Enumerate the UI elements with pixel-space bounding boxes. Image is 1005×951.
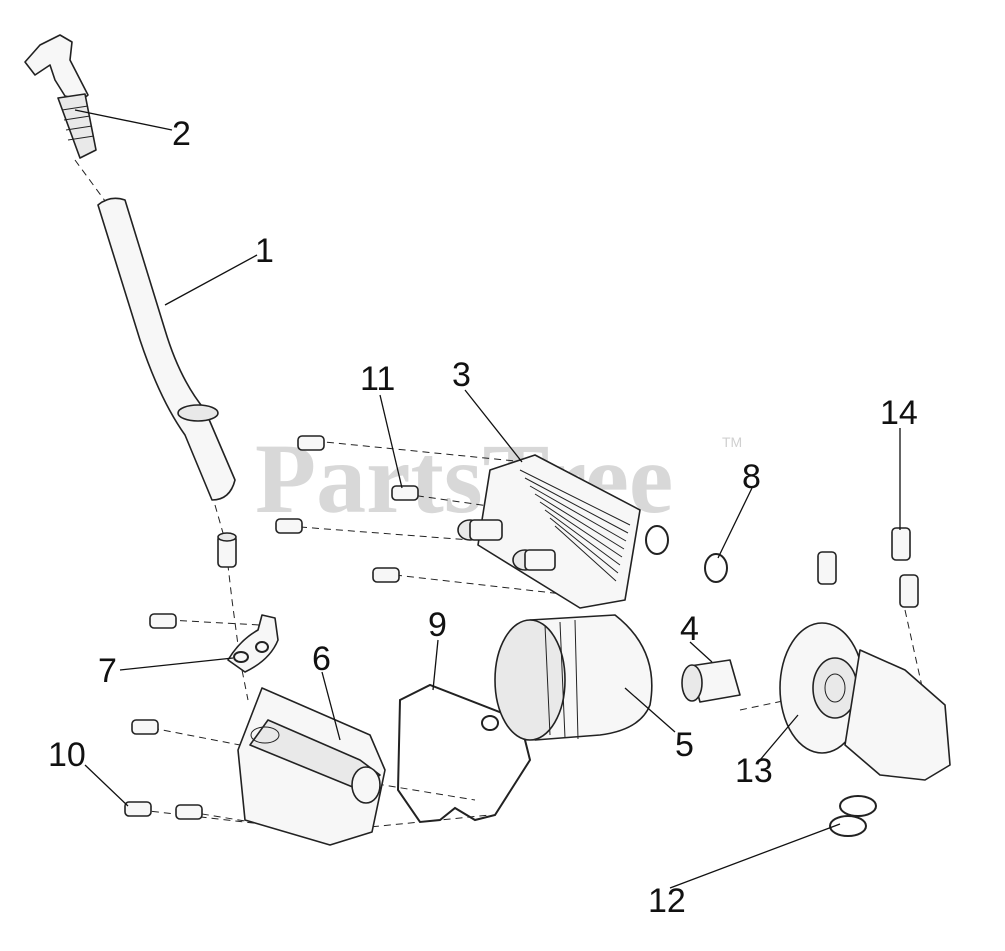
tube-fitting xyxy=(217,532,237,568)
watermark-trademark: TM xyxy=(722,434,742,450)
callout-7: 7 xyxy=(98,652,117,690)
dipstick-handle xyxy=(24,34,97,159)
cooler-o-rings xyxy=(645,525,728,583)
callout-11: 11 xyxy=(360,360,395,398)
callout-4: 4 xyxy=(680,610,699,648)
callout-8: 8 xyxy=(742,458,761,496)
adapter-bolts xyxy=(817,527,919,608)
filter-adapter xyxy=(779,622,951,781)
callout-3: 3 xyxy=(452,356,471,394)
callout-12: 12 xyxy=(648,882,686,920)
dipstick-tube xyxy=(97,197,236,501)
callout-13: 13 xyxy=(735,752,773,790)
leader-lines xyxy=(74,109,901,889)
small-gasket xyxy=(227,614,279,673)
housing-gasket xyxy=(396,683,532,824)
callout-9: 9 xyxy=(428,606,447,644)
housing-bolts xyxy=(124,613,203,820)
callout-2: 2 xyxy=(172,115,191,153)
callout-1: 1 xyxy=(255,232,274,270)
callout-5: 5 xyxy=(675,726,694,764)
clip-ring xyxy=(829,795,877,837)
oil-filter xyxy=(494,614,653,741)
oil-cooler xyxy=(457,454,641,609)
callout-14: 14 xyxy=(880,394,918,432)
callout-10: 10 xyxy=(48,736,86,774)
cooler-bolts xyxy=(275,435,419,583)
filter-nipple xyxy=(681,659,741,703)
callout-6: 6 xyxy=(312,640,331,678)
filter-housing xyxy=(237,687,386,846)
callout-labels: 1 2 3 4 5 6 7 8 9 10 11 12 13 14 xyxy=(48,115,918,920)
